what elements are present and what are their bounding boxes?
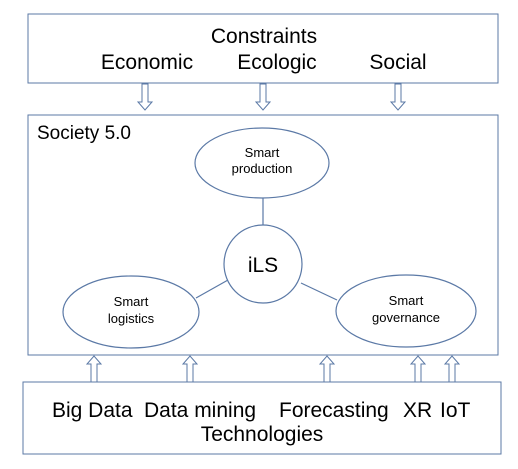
tech-forecasting: Forecasting	[279, 399, 389, 422]
constraint-social: Social	[369, 51, 426, 74]
arrow-economic-down	[137, 83, 153, 111]
society-box	[27, 114, 499, 356]
node-smart-logistics	[62, 275, 200, 349]
node-smart-production	[194, 127, 330, 199]
society-label: Society 5.0	[37, 123, 131, 144]
tech-data-mining: Data mining	[144, 399, 256, 422]
node-production-line2: production	[232, 161, 293, 176]
tech-iot: IoT	[440, 399, 471, 422]
node-logistics-line1: Smart	[114, 294, 149, 309]
node-smart-governance	[335, 274, 477, 348]
constraints-box	[27, 13, 499, 84]
node-ils	[223, 224, 303, 304]
constraint-ecologic: Ecologic	[237, 51, 316, 74]
constraints-title: Constraints	[211, 25, 317, 48]
arrow-xr-up	[410, 355, 426, 383]
node-logistics-line2: logistics	[108, 311, 155, 326]
technologies-box	[22, 381, 502, 455]
node-ils-label: iLS	[248, 254, 278, 277]
node-production-line1: Smart	[245, 145, 280, 160]
arrow-datamining-up	[182, 355, 198, 383]
arrow-iot-up	[444, 355, 460, 383]
constraint-economic: Economic	[101, 51, 193, 74]
connector-governance	[300, 282, 338, 301]
node-governance-line2: governance	[372, 310, 440, 325]
arrow-forecasting-up	[319, 355, 335, 383]
tech-xr: XR	[403, 399, 432, 422]
tech-big-data: Big Data	[52, 399, 133, 422]
node-governance-line1: Smart	[389, 293, 424, 308]
technologies-title: Technologies	[201, 423, 324, 446]
arrow-bigdata-up	[86, 355, 102, 383]
arrow-ecologic-down	[255, 83, 271, 111]
connector-logistics	[195, 279, 229, 299]
arrow-social-down	[390, 83, 406, 111]
